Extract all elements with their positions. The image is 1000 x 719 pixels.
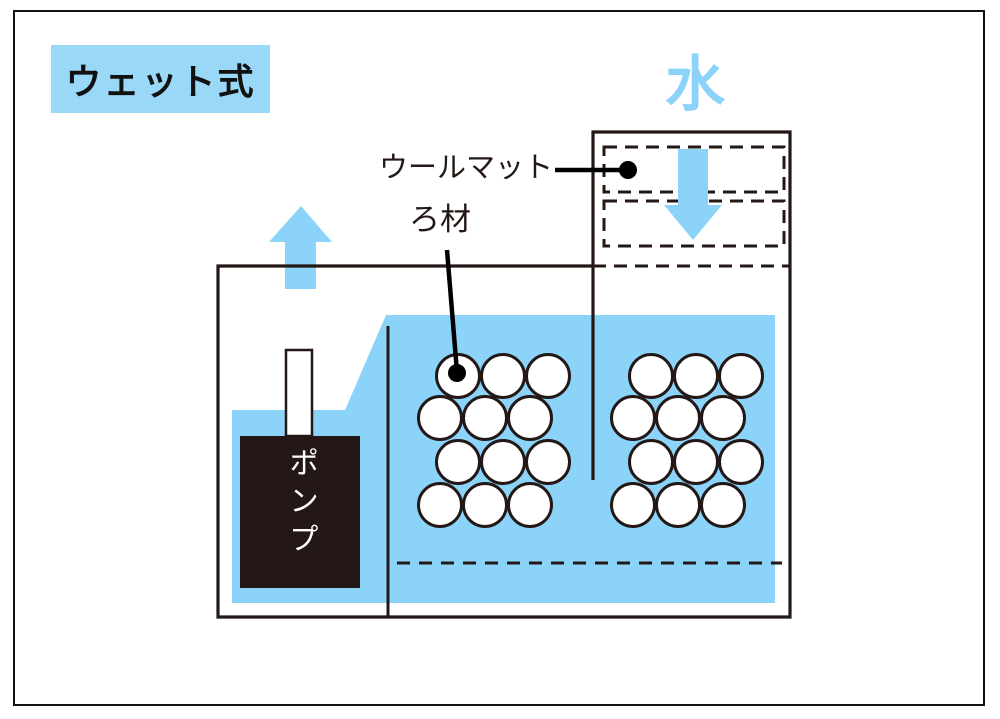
filter-media-cluster-right — [610, 353, 764, 528]
tank-outline — [216, 130, 792, 619]
filter-media-label: ろ材 — [409, 202, 471, 237]
rozai-pointer-dot — [448, 364, 466, 382]
filter-media-ball — [655, 395, 701, 441]
pump-label: ポンプ — [284, 447, 317, 561]
down-flow-arrow-icon — [664, 149, 722, 240]
filter-media-ball — [718, 353, 764, 399]
woolmat-pointer-dot — [619, 161, 637, 179]
filter-media-ball — [673, 439, 719, 485]
filter-media-ball — [655, 482, 701, 528]
up-flow-arrow-icon — [269, 206, 332, 289]
filter-media-ball — [417, 395, 463, 441]
filter-media-ball — [610, 482, 656, 528]
filter-media-ball — [700, 395, 746, 441]
filter-media-ball — [628, 439, 674, 485]
filter-media-ball — [507, 482, 553, 528]
filter-media-ball — [525, 439, 571, 485]
filter-media-ball — [435, 439, 481, 485]
filter-media-ball — [507, 395, 553, 441]
pump-body — [240, 436, 360, 588]
title-badge-label: ウェット式 — [65, 61, 256, 102]
filter-media-ball — [462, 482, 508, 528]
filter-media-ball — [480, 439, 526, 485]
filter-media-cluster-left — [417, 353, 571, 528]
filter-media-ball — [673, 353, 719, 399]
pump-pipe — [284, 348, 314, 438]
rozai-pointer-line — [444, 249, 460, 373]
filter-media-ball — [417, 482, 463, 528]
filter-media-ball — [525, 353, 571, 399]
filter-media-ball — [462, 395, 508, 441]
water-label: 水 — [665, 51, 725, 118]
filter-media-ball — [480, 353, 526, 399]
filter-media-ball — [628, 353, 674, 399]
title-badge: ウェット式 — [51, 45, 270, 113]
page-border — [13, 10, 985, 706]
filter-media-ball — [610, 395, 656, 441]
filter-media-ball — [700, 482, 746, 528]
woolmat-label: ウールマット — [378, 152, 553, 184]
filter-media-ball — [718, 439, 764, 485]
